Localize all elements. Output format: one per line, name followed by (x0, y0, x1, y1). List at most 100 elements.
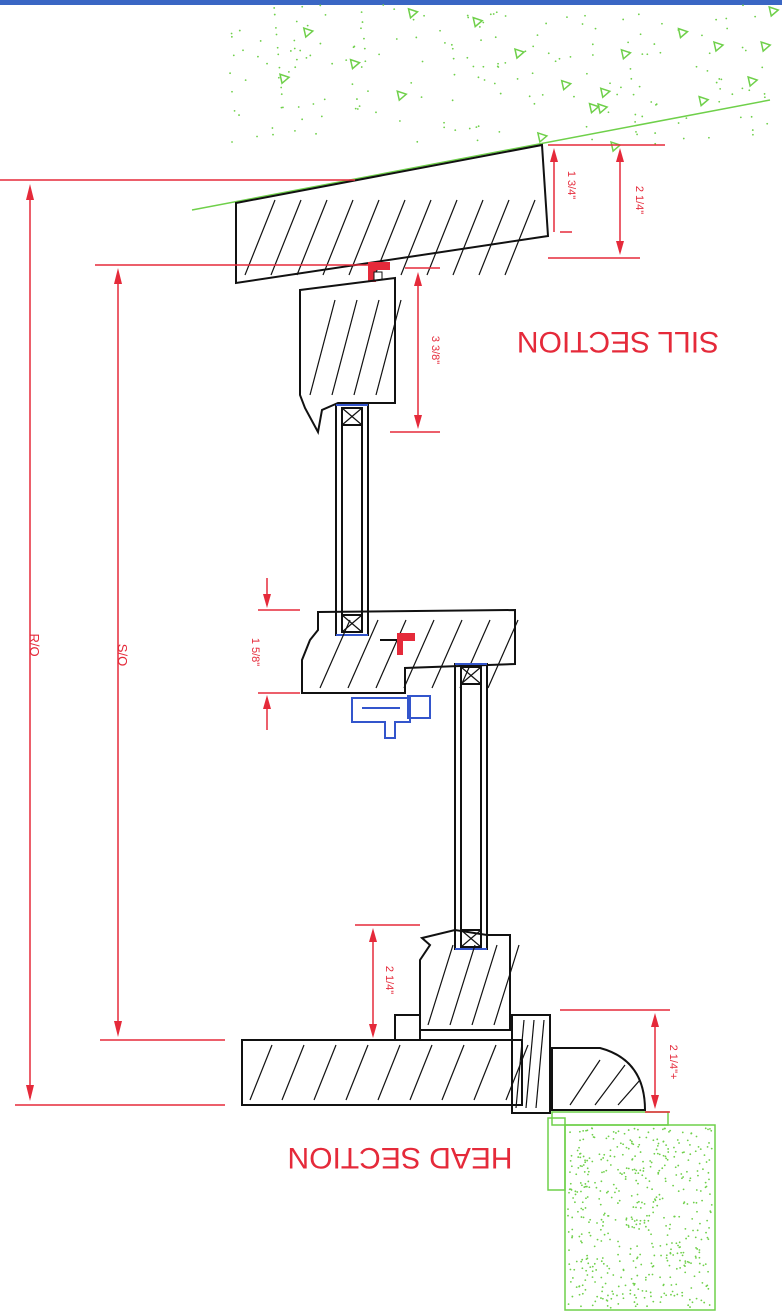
aggregate-dot (231, 141, 233, 143)
aggregate-dot (629, 1247, 632, 1250)
aggregate-dot (618, 1245, 621, 1248)
aggregate-dot (591, 1160, 594, 1163)
aggregate-dot (609, 1149, 612, 1152)
aggregate-dot (399, 120, 401, 122)
aggregate-dot (586, 1254, 589, 1257)
aggregate-dot (571, 1235, 574, 1237)
aggregate-dot (621, 1153, 624, 1156)
aggregate-dot (658, 1193, 661, 1196)
aggregate-dot (681, 1131, 684, 1134)
aggregate-dot (656, 1204, 659, 1207)
aggregate-dot (681, 1294, 684, 1297)
wood-grain-hatch (348, 199, 380, 276)
aggregate-dot (622, 18, 625, 21)
aggregate-dot (273, 13, 276, 16)
aggregate-dot (676, 1139, 679, 1141)
aggregate-dot (635, 1206, 637, 1209)
aggregate-dot (452, 57, 455, 60)
wood-grain-hatch (459, 619, 491, 689)
aggregate-dot (583, 1171, 586, 1173)
aggregate-dot (588, 1221, 590, 1224)
sill-board (235, 143, 550, 285)
aggregate-dot (586, 1129, 589, 1132)
aggregate-dot (466, 56, 469, 59)
aggregate-dot (624, 1175, 627, 1178)
aggregate-dot (584, 1288, 587, 1291)
dim-ro-label: R/O (27, 633, 42, 656)
aggregate-dot (627, 1224, 630, 1227)
aggregate-dot (701, 34, 703, 37)
aggregate-dot (643, 1221, 646, 1224)
aggregate-dot (280, 93, 283, 96)
aggregate-dot (577, 1167, 580, 1169)
aggregate-dot (709, 1128, 711, 1130)
aggregate-mark (536, 131, 549, 144)
aggregate-dot (480, 39, 482, 42)
aggregate-dot (636, 1274, 639, 1277)
aggregate-dot (662, 1140, 665, 1143)
aggregate-dot (662, 1154, 665, 1157)
aggregate-dot (637, 1288, 640, 1291)
aggregate-dot (650, 1262, 653, 1265)
aggregate-dot (591, 1304, 594, 1307)
aggregate-dot (229, 72, 231, 75)
aggregate-dot (638, 1143, 641, 1146)
aggregate-dot (482, 21, 485, 24)
aggregate-dot (315, 132, 317, 135)
aggregate-dot (504, 15, 507, 17)
aggregate-dot (718, 78, 721, 80)
aggregate-dot (718, 100, 721, 103)
aggregate-dot (230, 35, 233, 38)
aggregate-dot (571, 1236, 573, 1239)
aggregate-dot (741, 87, 744, 90)
aggregate-dot (673, 1294, 676, 1297)
aggregate-dot (451, 47, 454, 50)
aggregate-dot (541, 93, 544, 96)
aggregate-dot (621, 1293, 624, 1295)
aggregate-dot (363, 47, 366, 50)
wood-grain-hatch (322, 199, 354, 276)
aggregate-dot (596, 1238, 599, 1241)
aggregate-dot (763, 96, 766, 99)
aggregate-dot (319, 4, 322, 7)
aggregate-dot (601, 1224, 604, 1227)
aggregate-dot (701, 1199, 703, 1202)
aggregate-mark (472, 16, 484, 29)
aggregate-dot (633, 1301, 636, 1303)
aggregate-dot (663, 1292, 666, 1295)
aggregate-dot (649, 1160, 652, 1162)
aggregate-dot (694, 1255, 697, 1258)
aggregate-dot (686, 1203, 689, 1205)
aggregate-dot (666, 1158, 669, 1161)
aggregate-dot (277, 76, 280, 79)
aggregate-dot (602, 1157, 605, 1159)
aggregate-dot (633, 1220, 636, 1222)
aggregate-dot (367, 90, 369, 93)
aggregate-dot (569, 55, 572, 58)
aggregate-dot (672, 1254, 675, 1256)
aggregate-dot (666, 1259, 669, 1262)
wood-grain-hatch (431, 619, 463, 689)
head-section-title: HEAD SECTION (287, 1141, 512, 1174)
aggregate-dot (580, 1216, 583, 1218)
aggregate-dot (489, 13, 492, 16)
aggregate-dot (670, 1248, 672, 1251)
aggregate-dot (607, 111, 610, 114)
aggregate-dot (586, 1196, 589, 1198)
aggregate-dot (646, 1186, 649, 1189)
aggregate-dot (558, 57, 561, 60)
aggregate-dot (663, 1216, 665, 1219)
aggregate-dot (238, 29, 241, 32)
aggregate-dot (606, 1305, 609, 1307)
aggregate-dot (635, 1223, 638, 1226)
aggregate-dot (277, 53, 280, 56)
aggregate-dot (306, 24, 309, 27)
aggregate-dot (625, 1223, 628, 1226)
aggregate-dot (654, 103, 657, 106)
aggregate-dot (644, 1278, 647, 1281)
aggregate-dot (294, 129, 296, 132)
aggregate-dot (610, 1297, 613, 1300)
head-masonry-area (547, 1111, 716, 1311)
aggregate-dot (649, 1165, 652, 1168)
aggregate-dot (578, 1146, 580, 1149)
